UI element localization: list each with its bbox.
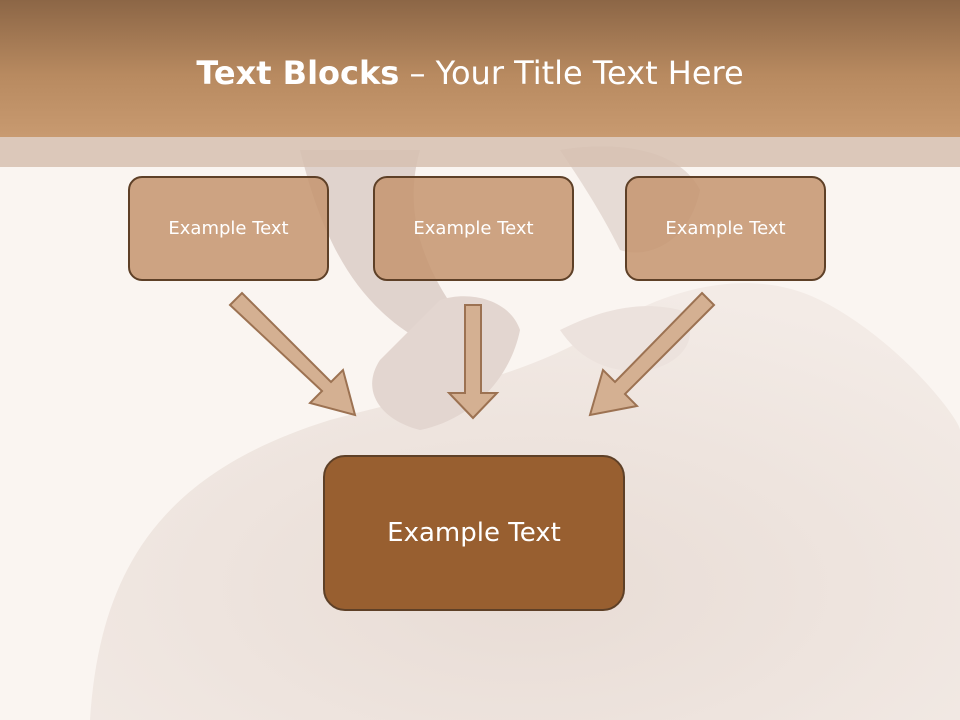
title-bold-text: Text Blocks [196,54,400,92]
text-block-1: Example Text [128,176,329,281]
arrow-left [228,291,357,417]
title-header [0,0,960,137]
text-block-2: Example Text [373,176,574,281]
text-block-1-label: Example Text [168,218,289,239]
text-block-2-label: Example Text [413,218,534,239]
header-band [0,137,960,167]
main-text-block-label: Example Text [387,518,561,548]
text-block-3-label: Example Text [665,218,786,239]
arrow-right [588,291,716,417]
title-rest-text: – Your Title Text Here [399,54,744,92]
main-text-block: Example Text [323,455,625,611]
arrow-center [446,304,500,420]
text-block-3: Example Text [625,176,826,281]
slide-title: Text Blocks – Your Title Text Here [0,54,940,92]
